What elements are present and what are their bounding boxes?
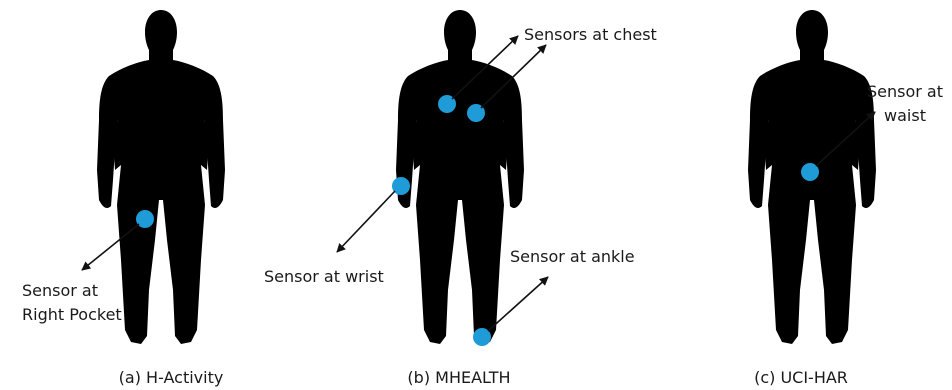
body-silhouette-b — [396, 10, 524, 344]
label-chest: Sensors at chest — [524, 25, 657, 44]
panel-a: Sensor at Right Pocket (a) H-Activity — [22, 10, 225, 387]
label-right-pocket-line2: Right Pocket — [22, 305, 122, 324]
caption-b: (b) MHEALTH — [407, 368, 510, 387]
label-waist-line1: Sensor at — [867, 82, 943, 101]
panel-b: Sensors at chest Sensor at wrist Sensor … — [264, 10, 657, 387]
caption-a: (a) H-Activity — [119, 368, 224, 387]
label-wrist: Sensor at wrist — [264, 267, 384, 286]
caption-c: (c) UCI-HAR — [754, 368, 848, 387]
body-silhouette-a — [97, 10, 225, 344]
label-ankle: Sensor at ankle — [510, 247, 635, 266]
panel-c: Sensor at waist (c) UCI-HAR — [748, 10, 943, 387]
label-waist-line2: waist — [884, 106, 926, 125]
label-right-pocket-line1: Sensor at — [22, 281, 98, 300]
arrow-wrist — [337, 191, 395, 252]
sensor-right-pocket — [136, 210, 154, 228]
